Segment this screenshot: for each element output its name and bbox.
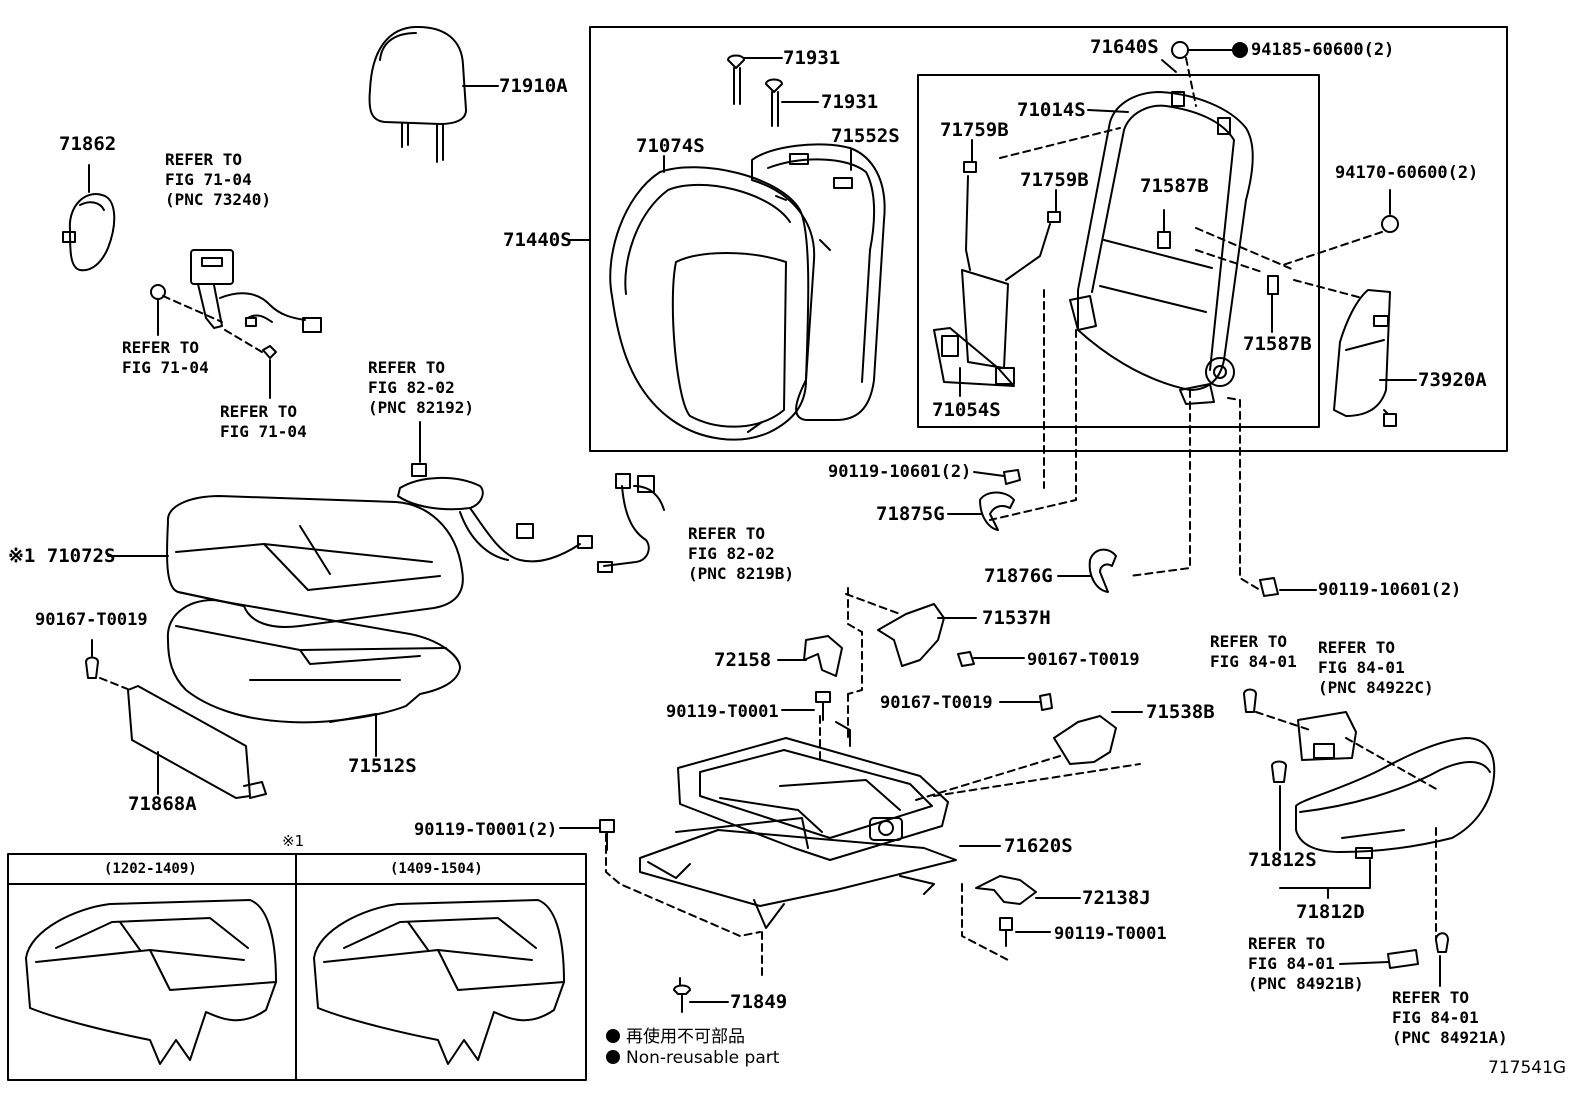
bracket-72138J xyxy=(975,875,1037,905)
legend-text-en: Non-reusable part xyxy=(626,1048,780,1068)
nut-94170 xyxy=(1381,215,1399,233)
lumbar-support-71054S xyxy=(933,161,1061,387)
variant-seat-cover-1202-1409 xyxy=(25,899,277,1065)
seatbelt-buckle xyxy=(150,249,322,359)
refer-fig-71-04-lower: REFER TO FIG 71-04 xyxy=(220,402,307,441)
variant-seat-cover-1409-1504 xyxy=(313,899,565,1065)
part-71931-upper-label: 71931 xyxy=(783,47,841,69)
variant-note-marker: ※1 xyxy=(282,832,305,850)
seatback-assembly-box xyxy=(589,26,1508,452)
part-71931-lower-label: 71931 xyxy=(821,91,879,113)
legend-dot-en xyxy=(606,1050,620,1064)
refer-fig-84-01-pnc-84921A: REFER TO FIG 84-01 (PNC 84921A) xyxy=(1392,988,1508,1047)
refer-fig-82-02-pnc-8219B: REFER TO FIG 82-02 (PNC 8219B) xyxy=(688,524,794,583)
part-71440S-label: 71440S xyxy=(503,229,572,251)
part-90167-T0019-right-label: 90167-T0019 xyxy=(1027,650,1140,670)
seatback-frame-71014S xyxy=(1069,91,1254,405)
refer-fig-84-01-a: REFER TO FIG 84-01 xyxy=(1210,632,1297,671)
variant-range-2: (1409-1504) xyxy=(390,861,483,877)
legend-non-reusable-ja: 再使用不可部品 xyxy=(606,1022,745,1047)
part-71862-label: 71862 xyxy=(59,133,117,155)
part-71640S-label: 71640S xyxy=(1090,36,1159,58)
part-71875G-label: 71875G xyxy=(876,503,945,525)
refer-fig-84-01-pnc-84922C: REFER TO FIG 84-01 (PNC 84922C) xyxy=(1318,638,1434,697)
part-71552S-label: 71552S xyxy=(831,125,900,147)
seat-cushion-pad-71512S xyxy=(166,599,461,724)
part-71876G-label: 71876G xyxy=(984,565,1053,587)
part-94170-60600-label: 94170-60600(2) xyxy=(1335,163,1479,183)
wire-harness-8219B xyxy=(597,473,665,573)
refer-fig-71-04-pnc-73240: REFER TO FIG 71-04 (PNC 73240) xyxy=(165,150,271,209)
seatback-cover-71074S xyxy=(609,166,810,441)
part-71512S-label: 71512S xyxy=(348,755,417,777)
bracket-71538B xyxy=(1053,715,1117,765)
part-71587B-upper-label: 71587B xyxy=(1140,175,1209,197)
refer-fig-84-01-pnc-84921B: REFER TO FIG 84-01 (PNC 84921B) xyxy=(1248,934,1364,993)
part-71759B-lower-label: 71759B xyxy=(1020,169,1089,191)
part-71014S-label: 71014S xyxy=(1017,99,1086,121)
legend-non-reusable-en: Non-reusable part xyxy=(606,1048,779,1068)
part-71910A-label: 71910A xyxy=(499,75,568,97)
part-71054S-label: 71054S xyxy=(932,399,1001,421)
part-90167-T0019-left-label: 90167-T0019 xyxy=(35,610,148,630)
part-71537H-label: 71537H xyxy=(982,607,1051,629)
wire-harness-82192 xyxy=(397,463,593,563)
bracket-71875G xyxy=(979,491,1015,531)
seat-cushion-cover-71072S xyxy=(166,495,464,628)
bracket-71537H xyxy=(877,603,945,667)
part-72158-label: 72158 xyxy=(714,649,772,671)
side-cover-73920A xyxy=(1333,289,1397,427)
variant-range-1: (1202-1409) xyxy=(104,861,197,877)
seatback-pad-71552S xyxy=(751,143,886,421)
part-71620S-label: 71620S xyxy=(1004,835,1073,857)
front-trim-71868A xyxy=(127,685,267,799)
headrest-part xyxy=(368,25,467,163)
part-71074S-label: 71074S xyxy=(636,135,705,157)
side-shield-71812D xyxy=(1243,688,1496,969)
part-90119-T0001-lower-label: 90119-T0001 xyxy=(1054,924,1167,944)
part-72138J-label: 72138J xyxy=(1082,887,1151,909)
refer-fig-71-04-left: REFER TO FIG 71-04 xyxy=(122,338,209,377)
part-71072S-label: ※1 71072S xyxy=(8,545,116,567)
bracket-71587B-a xyxy=(1157,231,1171,249)
legend-text-ja: 再使用不可部品 xyxy=(626,1027,745,1047)
part-71812S-label: 71812S xyxy=(1248,849,1317,871)
bracket-72158 xyxy=(803,635,843,677)
part-71868A-label: 71868A xyxy=(128,793,197,815)
part-90119-T0001-2-label: 90119-T0001(2) xyxy=(414,820,558,840)
part-71759B-upper-label: 71759B xyxy=(940,119,1009,141)
seatback-frame-box xyxy=(917,74,1320,428)
seat-adjuster-frame-71620S xyxy=(639,721,957,929)
part-71587B-lower-label: 71587B xyxy=(1243,333,1312,355)
part-71849-label: 71849 xyxy=(730,991,788,1013)
part-90119-10601-lower-label: 90119-10601(2) xyxy=(1318,580,1462,600)
refer-fig-82-02-pnc-82192: REFER TO FIG 82-02 (PNC 82192) xyxy=(368,358,474,417)
part-71538B-label: 71538B xyxy=(1146,701,1215,723)
bracket-71876G xyxy=(1088,548,1117,593)
fastener-71931b xyxy=(765,78,783,127)
cover-71862 xyxy=(62,193,116,272)
part-90119-T0001-upper-label: 90119-T0001 xyxy=(666,702,779,722)
part-73920A-label: 73920A xyxy=(1418,369,1487,391)
part-71812D-label: 71812D xyxy=(1296,901,1365,923)
bracket-71587B-b xyxy=(1267,275,1279,295)
fastener-71931a xyxy=(727,54,745,105)
part-90119-10601-upper-label: 90119-10601(2) xyxy=(828,462,972,482)
legend-dot-ja xyxy=(606,1029,620,1043)
part-94185-60600-label: 94185-60600(2) xyxy=(1251,40,1395,60)
figure-id: 717541G xyxy=(1488,1058,1567,1078)
part-90167-T0019-middle-label: 90167-T0019 xyxy=(880,693,993,713)
